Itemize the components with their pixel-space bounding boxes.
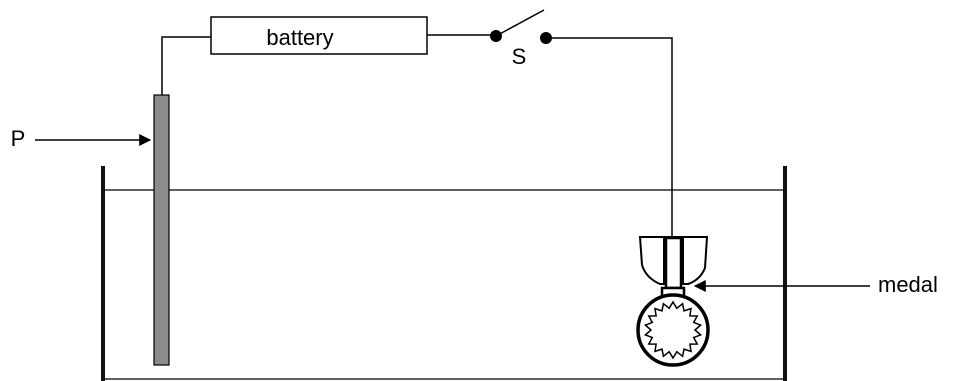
medal-star: [643, 300, 703, 360]
battery-label: battery: [266, 25, 333, 50]
medal: [636, 236, 710, 367]
battery-box: [210, 16, 428, 55]
medal-clip: [664, 236, 683, 290]
wire-switch-to-medal: [546, 37, 673, 238]
electrode-p-label: P: [11, 126, 26, 151]
wire-electrode-to-battery: [161, 36, 211, 95]
electrode-p: [153, 94, 170, 366]
switch-label: S: [512, 44, 527, 69]
switch-lever: [495, 9, 545, 37]
medal-label: medal: [878, 272, 938, 297]
